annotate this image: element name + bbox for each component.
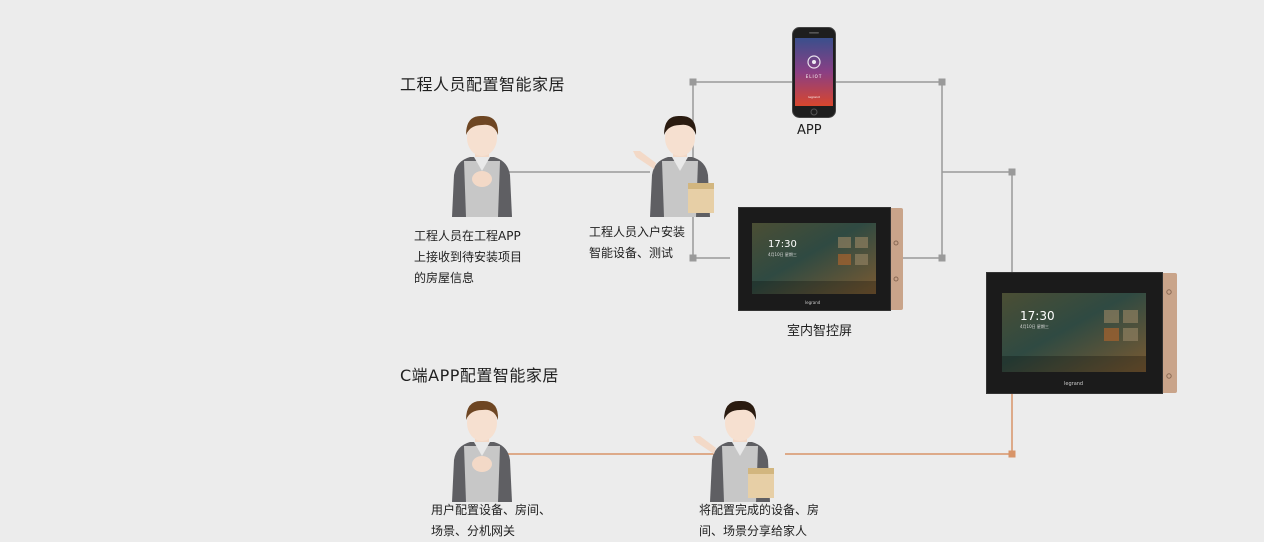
node-dot-orange bbox=[1008, 450, 1016, 458]
phone-device-icon bbox=[792, 27, 836, 118]
phone-brand: ELIOT bbox=[805, 74, 823, 79]
node-dot bbox=[938, 254, 946, 262]
panel-large-time: 17:30 bbox=[1020, 309, 1055, 323]
phone-sub-brand: legrand bbox=[808, 95, 820, 99]
panel-large-date: 4月10日 星期三 bbox=[1020, 324, 1049, 329]
panel-small-date: 4月10日 星期三 bbox=[768, 252, 797, 257]
panel-small-time: 17:30 bbox=[768, 239, 797, 250]
person-user-config-icon bbox=[452, 400, 512, 502]
node-dot bbox=[1008, 168, 1016, 176]
person-share-icon bbox=[693, 400, 774, 502]
caption-engineer-receive: 工程人员在工程APP 上接收到待安装项目 的房屋信息 bbox=[414, 229, 523, 285]
person-engineer-install-icon bbox=[633, 115, 714, 217]
panel-large-brand: legrand bbox=[1064, 381, 1084, 387]
person-engineer-receive-icon bbox=[452, 115, 512, 217]
indoor-panel-large-icon bbox=[986, 272, 1177, 394]
caption-user-config: 用户配置设备、房间、 场景、分机网关 bbox=[431, 503, 552, 538]
panel-small-brand: legrand bbox=[805, 300, 821, 305]
node-dot bbox=[689, 78, 697, 86]
panel-label: 室内智控屏 bbox=[787, 324, 853, 339]
caption-share-family: 将配置完成的设备、房 间、场景分享给家人 bbox=[699, 503, 820, 538]
node-dot bbox=[689, 254, 697, 262]
indoor-panel-small-icon bbox=[738, 207, 903, 311]
app-label: APP bbox=[797, 123, 822, 138]
caption-engineer-install: 工程人员入户安装 智能设备、测试 bbox=[589, 225, 686, 260]
section-title-consumer: C端APP配置智能家居 bbox=[400, 366, 559, 385]
section-title-engineer: 工程人员配置智能家居 bbox=[400, 75, 566, 94]
node-dot bbox=[938, 78, 946, 86]
